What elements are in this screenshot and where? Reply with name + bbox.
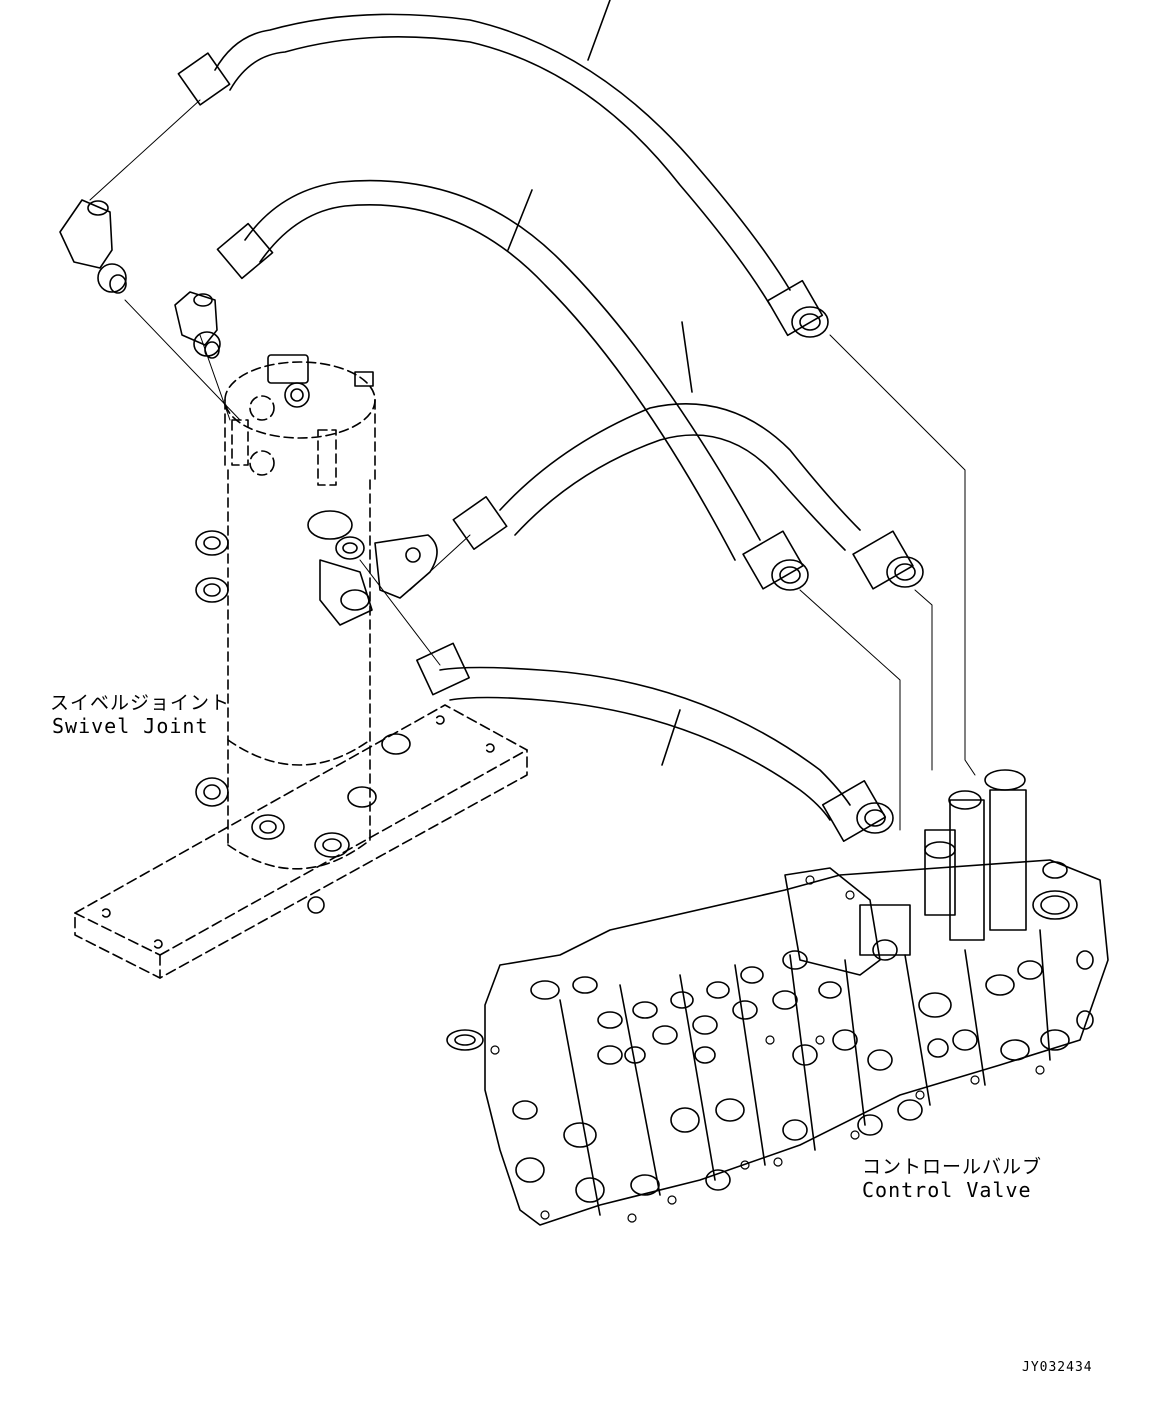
control-valve-label-en: Control Valve [862, 1178, 1032, 1202]
hose-3 [452, 403, 924, 590]
leader-line-hose-4 [661, 709, 681, 766]
hose-2 [216, 179, 809, 591]
mounting-plate [74, 704, 528, 979]
leader-line-hose-2 [507, 189, 533, 251]
hose-1 [177, 13, 829, 338]
hose-4 [416, 642, 894, 842]
control-valve-label-jp: コントロールバルブ [862, 1156, 1043, 1178]
swivel-joint-label-en: Swivel Joint [52, 714, 209, 738]
swivel-joint [195, 354, 438, 914]
swivel-joint-label-jp: スイベルジョイント [50, 692, 231, 714]
leader-line-hose-1 [587, 0, 611, 61]
leader-line-hose-3 [681, 321, 693, 393]
drawing-code: JY032434 [1022, 1360, 1093, 1375]
elbow-fitting-lower [174, 291, 221, 359]
elbow-fitting-upper [59, 199, 127, 294]
connection-lines [89, 99, 976, 831]
control-valve [446, 769, 1109, 1226]
